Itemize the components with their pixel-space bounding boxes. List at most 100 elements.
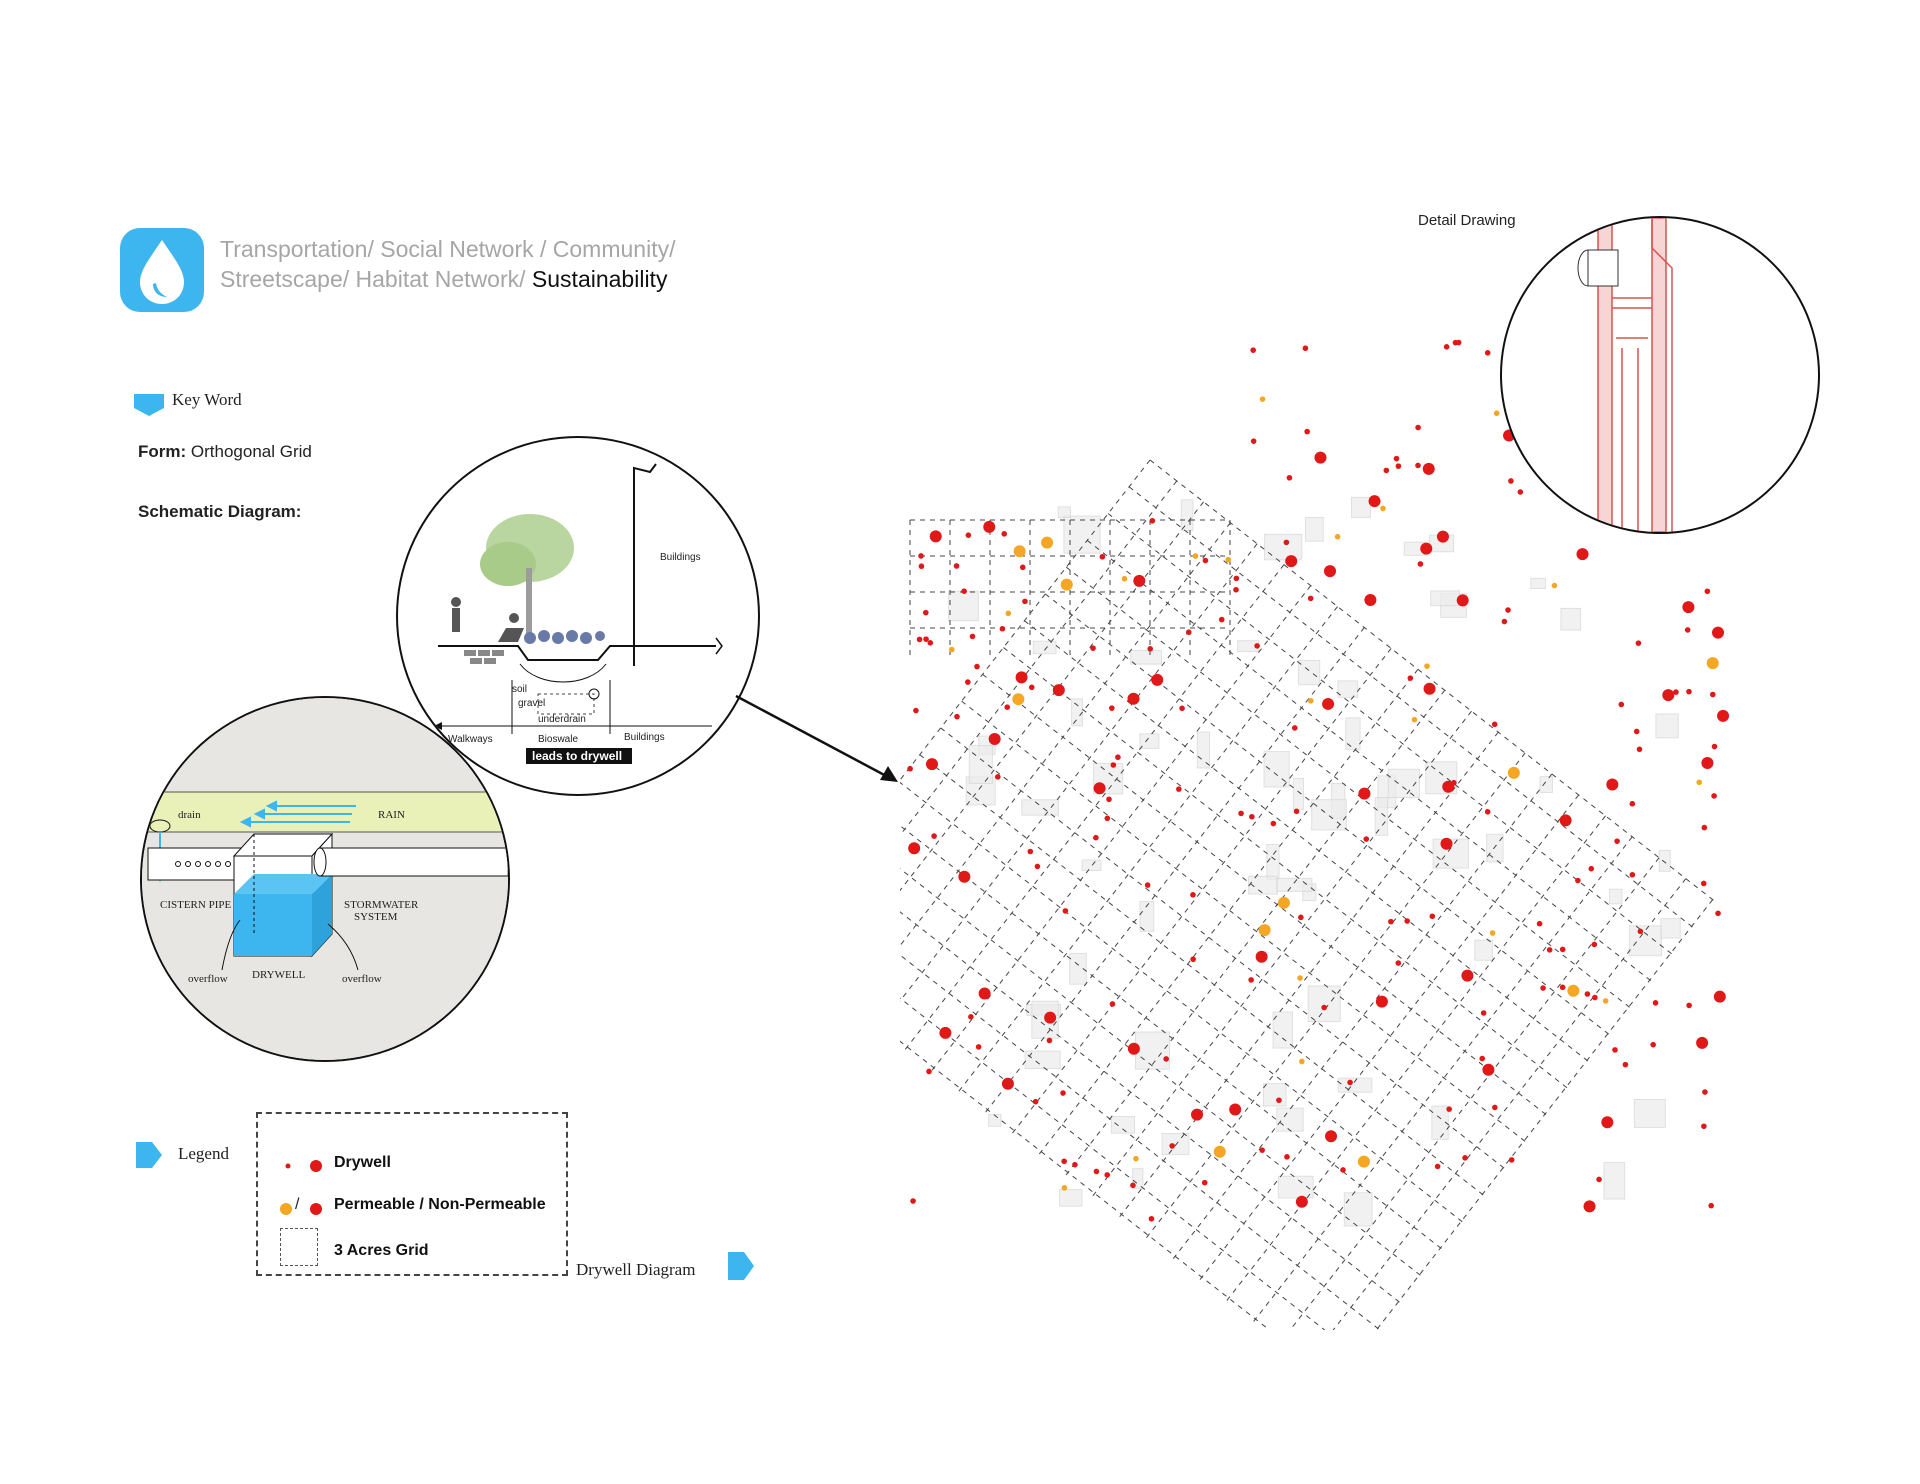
permeable-dot xyxy=(1012,693,1025,706)
building-block xyxy=(1180,499,1194,532)
drywell-dot xyxy=(1383,467,1390,474)
drywell-dot xyxy=(1163,1056,1169,1062)
legend-tag-icon xyxy=(134,1140,168,1168)
building-block xyxy=(1530,577,1546,589)
building-block xyxy=(1264,533,1303,561)
drywell-dot xyxy=(1508,478,1514,484)
drywell-dot xyxy=(1652,1000,1659,1006)
drywell-dot xyxy=(1452,339,1459,346)
grid-line xyxy=(919,754,1488,1199)
drywell-dot xyxy=(1298,914,1304,921)
drywell-dot xyxy=(974,663,980,670)
drywell-dot xyxy=(1363,836,1370,842)
drywell-dot xyxy=(1291,725,1298,731)
drywell-dot xyxy=(1591,941,1598,948)
grid-line xyxy=(1250,836,1633,1326)
drywell-dot xyxy=(1062,908,1069,914)
drywell-dot xyxy=(1407,675,1414,681)
permeable-dot xyxy=(1706,657,1719,670)
form-label: Form: xyxy=(138,442,187,461)
drywell-dot xyxy=(1612,1047,1618,1053)
drywell-dot xyxy=(1633,728,1640,735)
drywell-dot xyxy=(1717,709,1730,722)
permeable-dot xyxy=(1424,663,1430,669)
drywell-dot xyxy=(1456,594,1469,607)
legend-box xyxy=(256,1112,568,1276)
drywell-dot xyxy=(1701,1123,1707,1130)
permeable-dot xyxy=(1380,505,1386,512)
drywell-dot xyxy=(1130,1182,1136,1189)
drywell-dot xyxy=(965,679,971,685)
grid-line xyxy=(1276,857,1660,1347)
building-block xyxy=(1343,1192,1373,1227)
topic-line-2: Streetscape/ Habitat Network/ Sustainabi… xyxy=(220,266,667,293)
grid-line xyxy=(877,807,1446,1252)
stormwater-label-2: SYSTEM xyxy=(354,911,398,923)
permeable-dot xyxy=(1507,766,1520,779)
drywell-dot xyxy=(1484,809,1491,815)
drywell-dot xyxy=(1559,946,1566,953)
drywell-dot xyxy=(1588,865,1595,872)
building-block xyxy=(1081,859,1102,872)
building-block xyxy=(1304,516,1324,542)
drywell-dot xyxy=(1618,701,1625,708)
drywell-dot xyxy=(1637,928,1644,935)
permeable-dot xyxy=(1277,896,1290,909)
drywell-dot xyxy=(927,639,934,646)
cistern-pipe-label: CISTERN PIPE xyxy=(160,899,231,911)
building-block xyxy=(1263,1083,1287,1107)
permeable-dot xyxy=(1357,1155,1370,1168)
drywell-dot xyxy=(1127,1042,1140,1055)
building-block xyxy=(1021,799,1060,816)
building-block xyxy=(1110,1116,1136,1134)
legend-permeable-label: Permeable / Non-Permeable xyxy=(334,1196,546,1213)
drywell-dot xyxy=(1461,969,1474,982)
drywell-dot xyxy=(1436,530,1449,543)
grid-line xyxy=(1116,731,1499,1221)
building-block xyxy=(1658,849,1671,872)
drywell-dot xyxy=(953,563,960,569)
drywell-dot xyxy=(1028,684,1035,691)
drywell-dot xyxy=(1110,762,1117,768)
drywell-dot xyxy=(1492,1104,1498,1111)
drywell-dot xyxy=(1701,824,1708,831)
drywell-dot xyxy=(1415,462,1421,469)
drywell-dot xyxy=(1629,800,1636,807)
building-block xyxy=(1139,733,1160,749)
drywell-dot xyxy=(918,553,924,559)
building-block xyxy=(1196,731,1211,769)
rain-label: RAIN xyxy=(378,809,405,821)
drywell-dot xyxy=(1286,474,1293,481)
grid-line xyxy=(982,627,1365,1117)
building-block xyxy=(1134,1031,1171,1070)
drywell-dot xyxy=(908,842,921,855)
bioswale-callout: soil gravel underdrain Buildings Walkway… xyxy=(396,436,760,796)
drywell-dot xyxy=(983,520,996,533)
permeable-dot xyxy=(1489,930,1496,936)
detail-drawing-title: Detail Drawing xyxy=(1418,212,1516,229)
building-block xyxy=(968,745,993,784)
stormwater-label-1: STORMWATER xyxy=(344,899,419,911)
drywell-dot xyxy=(968,1014,974,1020)
drywell-dot xyxy=(1451,779,1457,786)
drywell-dot xyxy=(1324,565,1337,578)
permeable-dot xyxy=(1213,1145,1226,1158)
building-block xyxy=(1277,1175,1314,1199)
drywell-dot xyxy=(1307,595,1314,602)
drywell-dot xyxy=(1052,684,1065,697)
drywell-dot xyxy=(1711,793,1717,799)
building-block xyxy=(1337,1077,1373,1093)
drywell-dot xyxy=(1713,990,1726,1003)
drywell-dot xyxy=(1233,586,1239,593)
drywell-dot xyxy=(1046,1037,1053,1044)
building-block xyxy=(1276,1107,1304,1132)
legend-separator: / xyxy=(295,1196,300,1213)
drywell-dot xyxy=(1321,1004,1327,1011)
drywell-diagram-tag-icon xyxy=(726,1250,758,1282)
drywell-dot xyxy=(995,774,1001,780)
drywell-dot xyxy=(1491,721,1498,728)
drywell-dot xyxy=(1001,1077,1014,1090)
drywell-dot xyxy=(925,758,938,771)
permeable-dot xyxy=(949,646,955,653)
drywell-dot xyxy=(1686,1002,1692,1009)
